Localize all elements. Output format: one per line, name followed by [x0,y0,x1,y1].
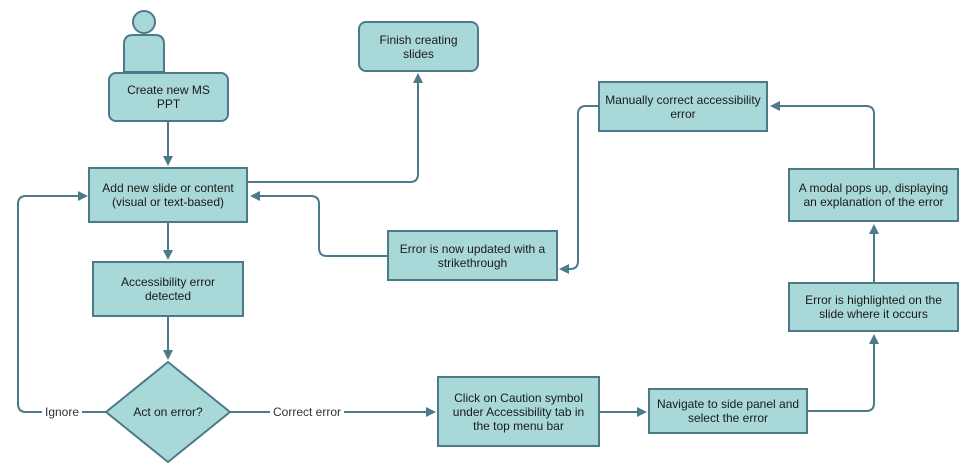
edge-strike-to-add [250,191,387,257]
edge-modal-to-manual [770,101,875,168]
node-finish[interactable]: Finish creating slides [358,21,479,72]
node-add-slide-label: Add new slide or content (visual or text… [102,181,234,209]
node-modal-label: A modal pops up, displaying an explanati… [798,181,949,209]
node-manual-correct[interactable]: Manually correct accessibility error [598,81,768,132]
node-finish-label: Finish creating slides [379,32,458,61]
node-strikethrough[interactable]: Error is now updated with a strikethroug… [387,230,558,281]
node-manual-correct-label: Manually correct accessibility error [605,92,761,121]
edge-decision-ignore [17,191,106,413]
edge-manual-to-strike [559,105,598,274]
decision-label: Act on error? [133,405,203,419]
node-create-ppt[interactable]: Create new MS PPT [108,72,229,122]
edge-label-ignore: Ignore [42,405,83,419]
node-error-detected[interactable]: Accessibility error detected [92,261,244,317]
node-highlighted-label: Error is highlighted on the slide where … [805,293,942,321]
node-click-caution[interactable]: Click on Caution symbol under Accessibil… [437,376,600,447]
node-highlighted[interactable]: Error is highlighted on the slide where … [788,282,959,332]
node-navigate-panel-label: Navigate to side panel and select the er… [656,397,800,425]
node-error-detected-label: Accessibility error detected [120,275,216,303]
node-create-ppt-label: Create new MS PPT [127,83,210,111]
node-modal[interactable]: A modal pops up, displaying an explanati… [788,168,959,222]
node-add-slide[interactable]: Add new slide or content (visual or text… [88,167,248,223]
edge-add-to-finish [248,73,423,183]
edge-label-correct: Correct error [270,405,345,419]
node-strikethrough-label: Error is now updated with a strikethroug… [399,241,546,270]
node-click-caution-label: Click on Caution symbol under Accessibil… [452,390,585,433]
user-icon [123,10,165,73]
decision-diamond[interactable] [104,360,232,464]
node-navigate-panel[interactable]: Navigate to side panel and select the er… [648,388,808,434]
edge-navigate-to-highlighted [808,334,879,412]
